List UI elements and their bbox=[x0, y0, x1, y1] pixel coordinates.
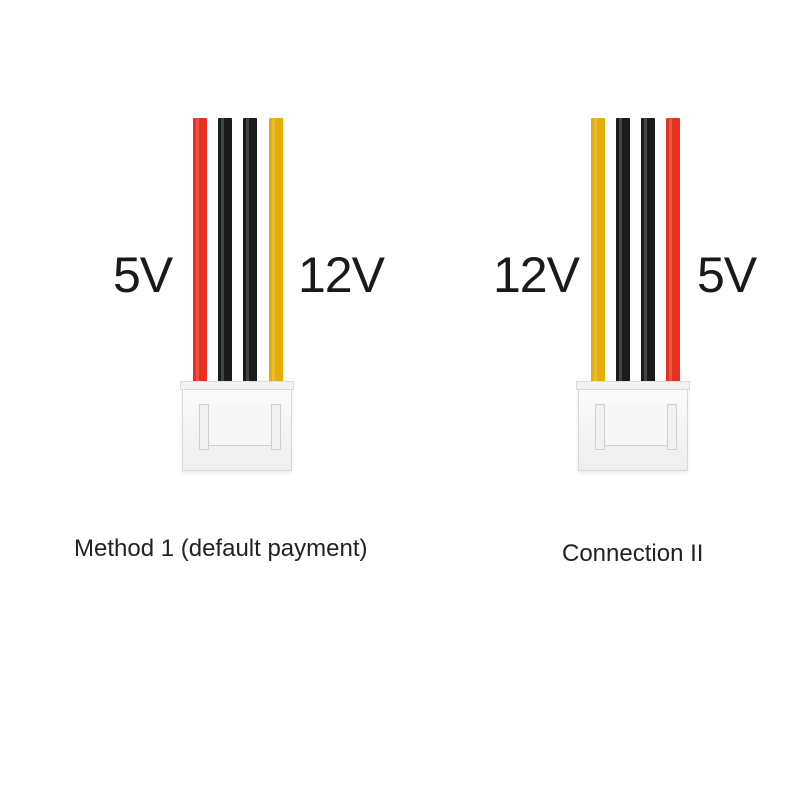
connector-body bbox=[578, 389, 688, 471]
wire-3 bbox=[243, 118, 257, 390]
connection-method-2-panel: 12V 5V Connection II bbox=[400, 0, 800, 800]
connector-latch bbox=[206, 404, 274, 446]
wire-1 bbox=[193, 118, 207, 390]
caption-method-1: Method 1 (default payment) bbox=[74, 535, 368, 562]
wire-4 bbox=[666, 118, 680, 390]
connector-housing bbox=[576, 381, 690, 471]
connector-tab-right bbox=[667, 404, 677, 450]
connector-latch bbox=[602, 404, 670, 446]
voltage-label-12v: 12V bbox=[298, 247, 385, 303]
connector-tab-right bbox=[271, 404, 281, 450]
wire-4 bbox=[269, 118, 283, 390]
voltage-label-5v: 5V bbox=[697, 247, 757, 303]
connector-body bbox=[182, 389, 292, 471]
caption-connection-2: Connection II bbox=[562, 540, 704, 567]
connection-method-1-panel: 5V 12V Method 1 (default payment) bbox=[74, 118, 385, 562]
wire-2 bbox=[616, 118, 630, 390]
wire-3 bbox=[641, 118, 655, 390]
connector-housing bbox=[180, 381, 294, 471]
connector-tab-left bbox=[199, 404, 209, 450]
connector-tab-left bbox=[595, 404, 605, 450]
wire-1 bbox=[591, 118, 605, 390]
wire-2 bbox=[218, 118, 232, 390]
voltage-label-12v: 12V bbox=[493, 247, 580, 303]
voltage-label-5v: 5V bbox=[113, 247, 173, 303]
